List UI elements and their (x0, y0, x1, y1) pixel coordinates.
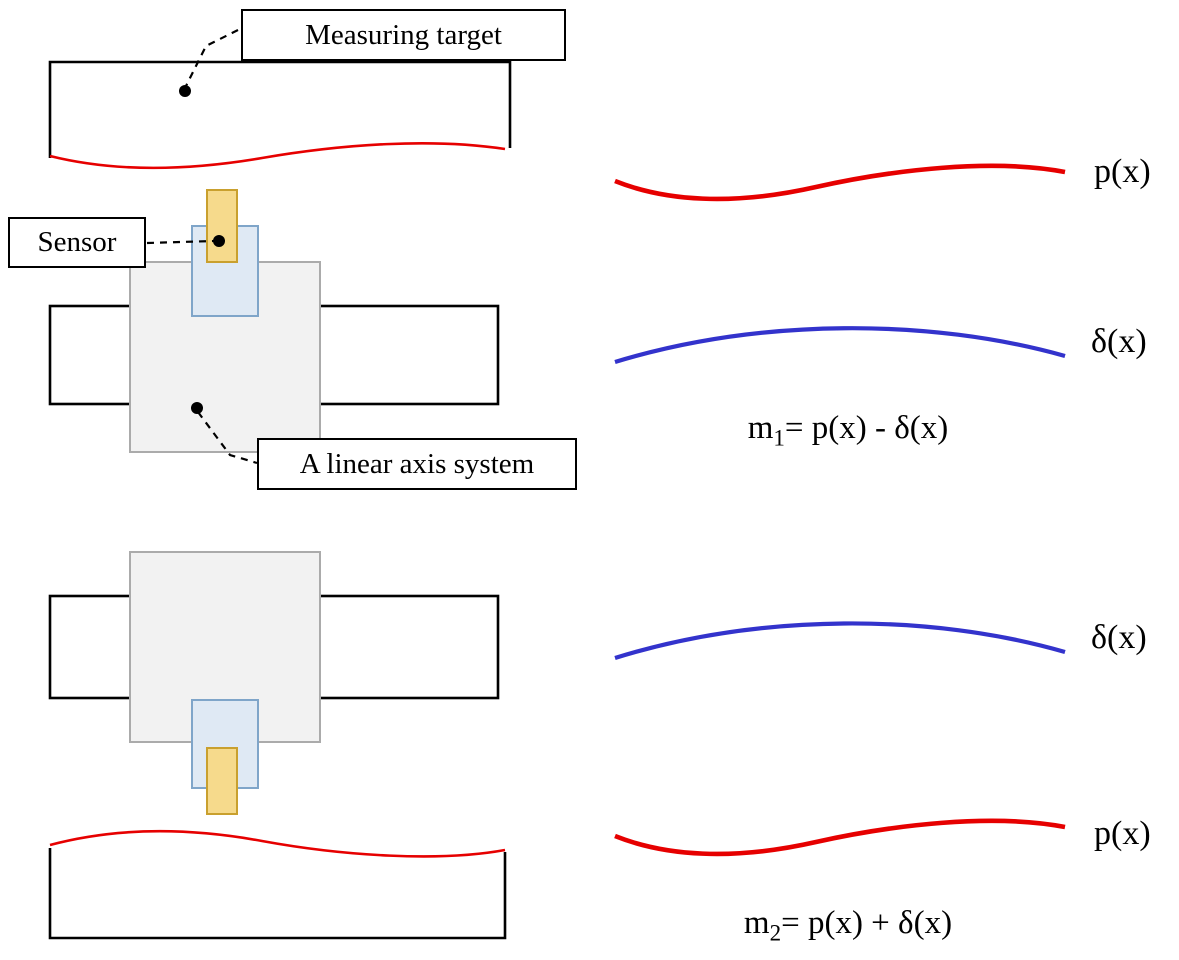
linear-axis-leader-dot (191, 402, 203, 414)
error-curve-bottom (614, 621, 1066, 661)
equation-m2-sub: 2 (769, 920, 782, 946)
measuring-target-label-box: Measuring target (241, 9, 566, 61)
equation-m2-rest: = p(x) + δ(x) (781, 905, 953, 941)
sensor-label-box: Sensor (8, 217, 146, 268)
target-block-bottom (48, 848, 507, 940)
linear-axis-leader (197, 411, 258, 465)
equation-m1: m1= p(x) - δ(x) (678, 410, 1018, 450)
target-profile-bottom (49, 829, 506, 858)
sensor-label: Sensor (37, 226, 117, 258)
equation-m1-sub: 1 (773, 425, 785, 451)
equation-m1-base: m (747, 410, 774, 446)
equation-m1-rest: = p(x) - δ(x) (784, 410, 949, 446)
error-curve-top-label: δ(x) (1091, 323, 1147, 360)
profile-curve-top-label: p(x) (1094, 153, 1151, 190)
linear-axis-label: A linear axis system (299, 447, 535, 480)
equation-m2-base: m (743, 905, 770, 941)
measuring-target-leader-dot (179, 85, 191, 97)
target-profile-top (49, 142, 506, 170)
error-curve-top (614, 326, 1066, 365)
sensor-leader-dot (213, 235, 225, 247)
equation-m2: m2= p(x) + δ(x) (678, 905, 1018, 945)
sensor-leader (146, 239, 215, 245)
linear-axis-label-box: A linear axis system (257, 438, 577, 490)
profile-curve-bottom (614, 818, 1066, 857)
profile-curve-top (614, 163, 1066, 202)
target-block-top (48, 60, 512, 158)
measuring-target-label: Measuring target (305, 18, 502, 51)
measuring-target-leader (185, 29, 239, 87)
profile-curve-bottom-label: p(x) (1094, 815, 1151, 852)
sensor-rod-bottom (206, 747, 238, 815)
sensor-rod-top (206, 189, 238, 263)
error-curve-bottom-label: δ(x) (1091, 619, 1147, 656)
